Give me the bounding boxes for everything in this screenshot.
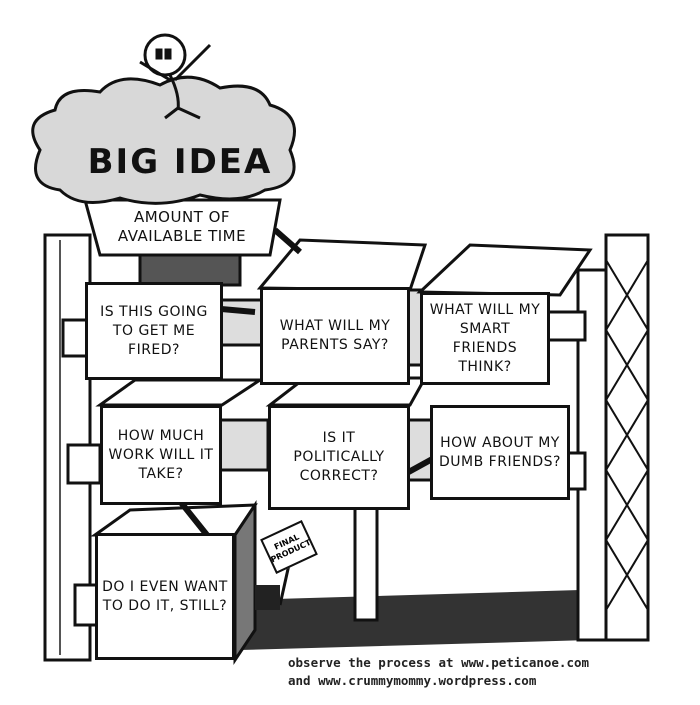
- box-dumb-friends: HOW ABOUT MY DUMB FRIENDS?: [430, 405, 570, 500]
- caption-line-1: observe the process at www.peticanoe.com: [288, 655, 590, 670]
- available-time-label: AMOUNT OF AVAILABLE TIME: [117, 208, 247, 245]
- cloud: [31, 75, 296, 205]
- box-want-to-do-it: DO I EVEN WANT TO DO IT, STILL?: [95, 533, 235, 660]
- credit-caption: observe the process at www.peticanoe.com…: [288, 654, 589, 690]
- middle-leg: [353, 498, 379, 622]
- right-lattice: [604, 233, 650, 642]
- floor-shadow: [240, 590, 590, 650]
- box-work: HOW MUCH WORK WILL IT TAKE?: [100, 405, 222, 505]
- box-get-me-fired: IS THIS GOING TO GET ME FIRED?: [85, 282, 223, 380]
- box-parents: WHAT WILL MY PARENTS SAY?: [260, 287, 410, 385]
- caption-line-2: and www.crummymommy.wordpress.com: [288, 673, 537, 688]
- box-smart-friends: WHAT WILL MY SMART FRIENDS THINK?: [420, 292, 550, 385]
- funnel-bowl: [83, 198, 282, 257]
- big-idea-label: BIG IDEA: [87, 142, 273, 182]
- stick-figure: [139, 33, 212, 120]
- pipe: [216, 418, 270, 472]
- box-politically-correct: IS IT POLITICALLY CORRECT?: [268, 405, 410, 510]
